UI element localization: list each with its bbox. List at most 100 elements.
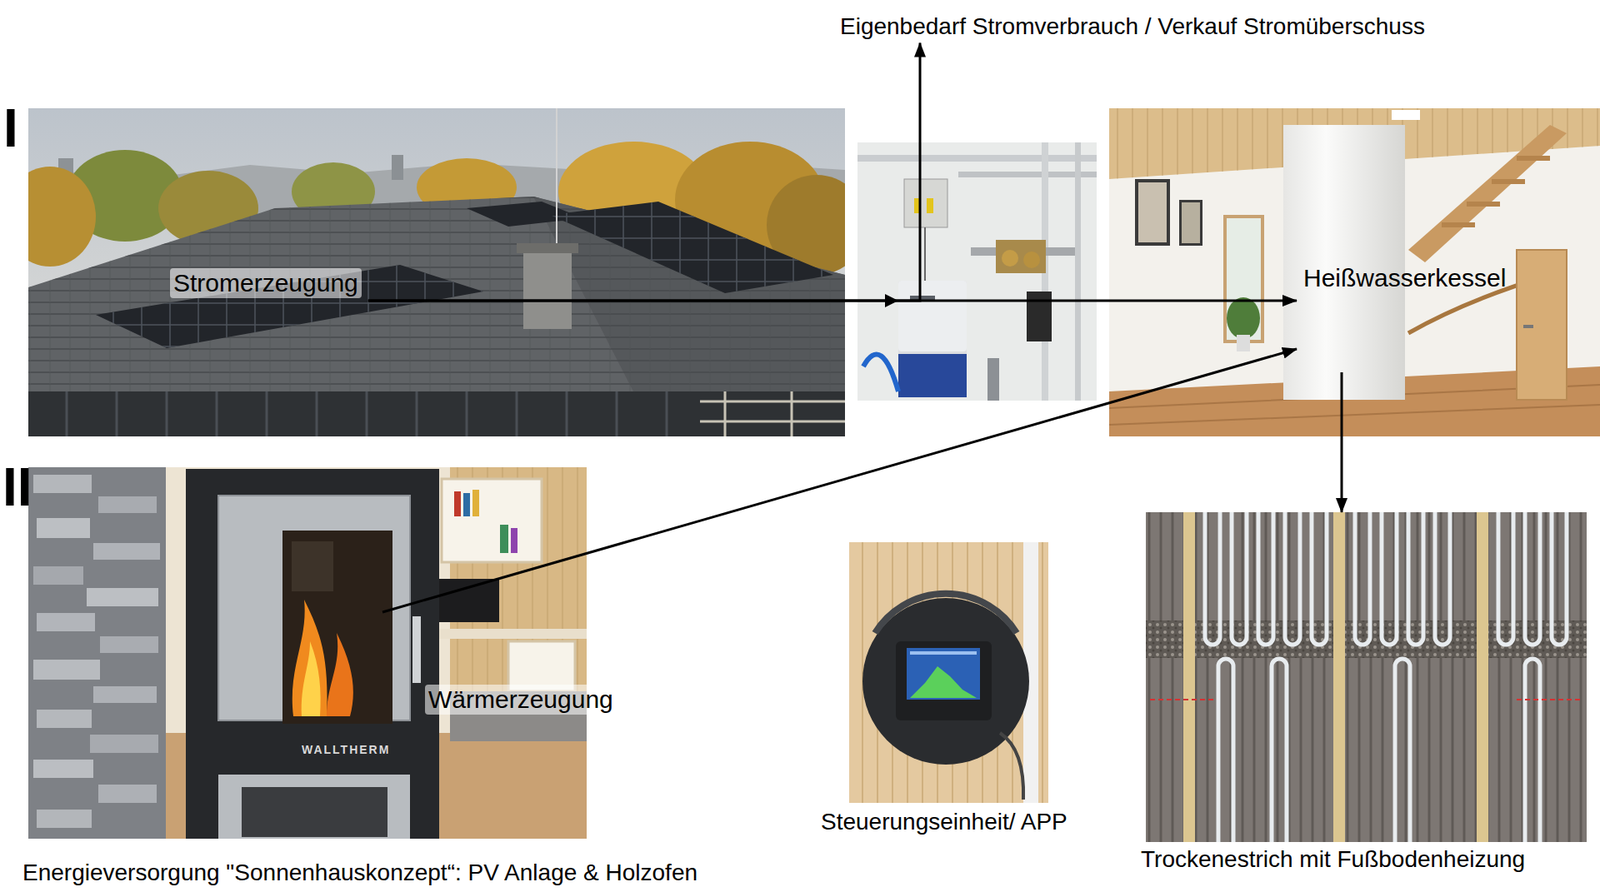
stove-photo-part [433, 629, 587, 640]
floor-heating-photo-part [1145, 620, 1587, 659]
inverter-photo-part [995, 240, 1046, 274]
node-label: Wärmerzeugung [425, 685, 617, 715]
floor-heating-photo-part [1145, 512, 1587, 843]
hall-photo-part [1179, 200, 1203, 246]
hall-photo-part [1138, 182, 1167, 243]
control-unit-photo-part [910, 651, 977, 655]
floor-heating-photo-part [1476, 512, 1489, 843]
brand-text: WALLTHERM [301, 744, 390, 756]
roof-photo-part [28, 196, 845, 392]
flow-arrow [368, 300, 1297, 303]
stove-photo-part [508, 641, 575, 692]
node-label: Stromerzeugung [170, 268, 362, 299]
photo-panel: Trockenestrich mit Fußbodenheizung [1145, 512, 1587, 843]
photo-caption: Steuerungseinheit/ APP [820, 808, 1068, 837]
inverter-photo-part [904, 179, 948, 228]
control-unit-photo-part [862, 598, 1030, 765]
node-label: Heißwasserkessel [1303, 263, 1506, 294]
inverter-photo-part [1075, 142, 1081, 401]
stove-photo-part [33, 660, 100, 680]
stove-photo [28, 467, 587, 840]
source-label: Stromerzeugung [166, 265, 369, 310]
roof-photo-part [700, 391, 845, 437]
inverter-photo-part [910, 295, 935, 301]
stove-photo-part [98, 785, 157, 804]
inverter-photo-part [924, 227, 926, 281]
source-label: Wärmerzeugung [379, 612, 622, 719]
hall-photo-part [1135, 179, 1170, 246]
inverter-photo-part [898, 280, 967, 398]
hall-photo-part [1225, 216, 1263, 342]
hall-photo-part [1236, 335, 1250, 352]
stove-photo-part [36, 810, 92, 829]
stove-photo-part [500, 525, 509, 554]
stove-photo-part [510, 528, 518, 554]
inverter-photo-part [1001, 250, 1019, 267]
stove-photo-part [28, 467, 587, 840]
floor-heating-photo-part [1183, 512, 1195, 843]
floor-heating-photo-part [1150, 699, 1584, 701]
floor-heating-photo-part [1145, 512, 1587, 843]
stove-photo-part [292, 600, 328, 717]
photo-caption: Trockenestrich mit Fußbodenheizung [1140, 845, 1525, 875]
hall-photo-part [1523, 325, 1534, 329]
inverter-photo-part [1023, 251, 1040, 269]
node-label: Eigenbedarf Stromverbrauch / Verkauf Str… [840, 12, 1425, 41]
photo-panel: Steuerungseinheit/ APP [849, 542, 1049, 804]
stove-photo-part [291, 541, 334, 592]
hall-photo-part [1391, 110, 1420, 120]
inverter-photo-part [857, 155, 1097, 162]
stove-photo-part [93, 543, 160, 560]
inverter-photo-part [857, 142, 1097, 401]
stove-photo-part [472, 490, 480, 517]
control-unit-photo-part [910, 666, 977, 699]
stove-photo-part [439, 579, 500, 623]
roof-photo-part [28, 108, 845, 437]
roof-photo [28, 108, 845, 437]
floor-heating-photo [1145, 512, 1587, 843]
hall-photo-part [1516, 250, 1567, 400]
stove-photo-part [28, 467, 166, 840]
stove-photo-part [412, 616, 421, 684]
stove-photo-part [36, 710, 92, 729]
roof-photo-part [95, 265, 484, 349]
floor-heating-photo-part [1205, 512, 1567, 645]
roof-photo-part [523, 250, 572, 330]
hall-photo-part [1441, 158, 1550, 225]
section-number: I [3, 101, 19, 155]
control-unit-photo-part [875, 594, 1017, 634]
roof-photo-part [28, 166, 96, 267]
control-unit-photo [849, 542, 1049, 804]
floor-heating-photo-part [1218, 659, 1540, 843]
roof-photo-part [28, 196, 845, 392]
stove-photo-part [218, 775, 410, 840]
stove-photo-part [86, 588, 159, 607]
stove-photo-part [241, 787, 388, 838]
stove-photo-part [441, 479, 542, 563]
storage-label: Heißwasserkessel [1296, 261, 1513, 373]
hall-photo-part [1181, 202, 1200, 244]
stove-photo-part [33, 566, 84, 585]
hall-photo-part [1226, 297, 1260, 340]
section-number: II [2, 460, 33, 515]
inverter-photo-part [885, 294, 899, 308]
flow-arrow [1340, 372, 1344, 513]
hall-photo-part [1283, 125, 1405, 400]
inverter-photo-part [898, 354, 967, 398]
roof-photo-part [391, 155, 404, 180]
roof-photo-part [516, 243, 579, 254]
roof-photo-part [555, 108, 558, 244]
flow-arrow [368, 43, 920, 301]
control-unit-photo-part [906, 648, 980, 700]
figure-caption: Energieversorgung "Sonnenhauskonzept“: P… [22, 859, 698, 888]
stove-photo-part [36, 518, 90, 539]
roof-photo-part [95, 265, 484, 349]
roof-photo-part [550, 201, 834, 294]
stove-photo-part [33, 760, 94, 779]
output-label: Eigenbedarf Stromverbrauch / Verkauf Str… [835, 10, 1430, 44]
roof-photo-part [66, 391, 667, 437]
stove-photo-part [463, 493, 470, 517]
